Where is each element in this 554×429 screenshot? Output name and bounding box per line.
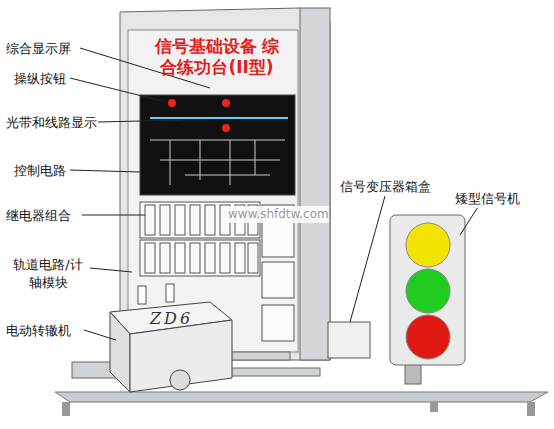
crank <box>170 370 190 390</box>
bracket <box>166 284 174 302</box>
callout-label: 综合显示屏 <box>6 40 71 58</box>
yellow-lamp <box>406 223 450 267</box>
signal-housing <box>390 215 465 365</box>
turnout-machine-front <box>130 320 232 392</box>
button <box>168 99 176 107</box>
base-platform <box>55 392 548 402</box>
callout-label: 控制电路 <box>14 162 66 180</box>
callout-label: 轨道电路/计 轴模块 <box>6 256 90 292</box>
red-lamp <box>406 315 450 359</box>
cabinet <box>120 8 330 360</box>
rod <box>220 368 320 376</box>
callout-label: 信号变压器箱盒 <box>340 178 431 196</box>
callout-label: 操纵按钮 <box>14 70 66 88</box>
base-leg <box>62 402 70 416</box>
circuit-lines <box>150 140 285 185</box>
button <box>222 124 230 132</box>
base-leg <box>527 402 535 416</box>
bracket <box>138 286 146 304</box>
green-lamp <box>406 269 450 313</box>
leader-lines <box>70 48 478 340</box>
transformer-box <box>328 322 370 358</box>
light-band <box>150 117 288 119</box>
display-panel <box>140 95 295 195</box>
base-leg <box>430 402 438 412</box>
panel-title: 信号基础设备 综合练功台(II型) <box>150 36 284 78</box>
cabinet-front <box>128 30 298 352</box>
callout-label: 矮型信号机 <box>455 190 520 208</box>
turnout-machine-side <box>110 312 130 392</box>
watermark: www.shfdtw.com <box>228 206 329 223</box>
rod <box>230 352 290 360</box>
cabinet-side <box>300 8 330 360</box>
callout-label: 继电器组合 <box>6 207 71 225</box>
machine-model: ZD6 <box>150 308 193 330</box>
callout-label: 电动转辙机 <box>6 322 71 340</box>
callout-label: 光带和线路显示 <box>6 114 97 132</box>
button <box>222 99 230 107</box>
